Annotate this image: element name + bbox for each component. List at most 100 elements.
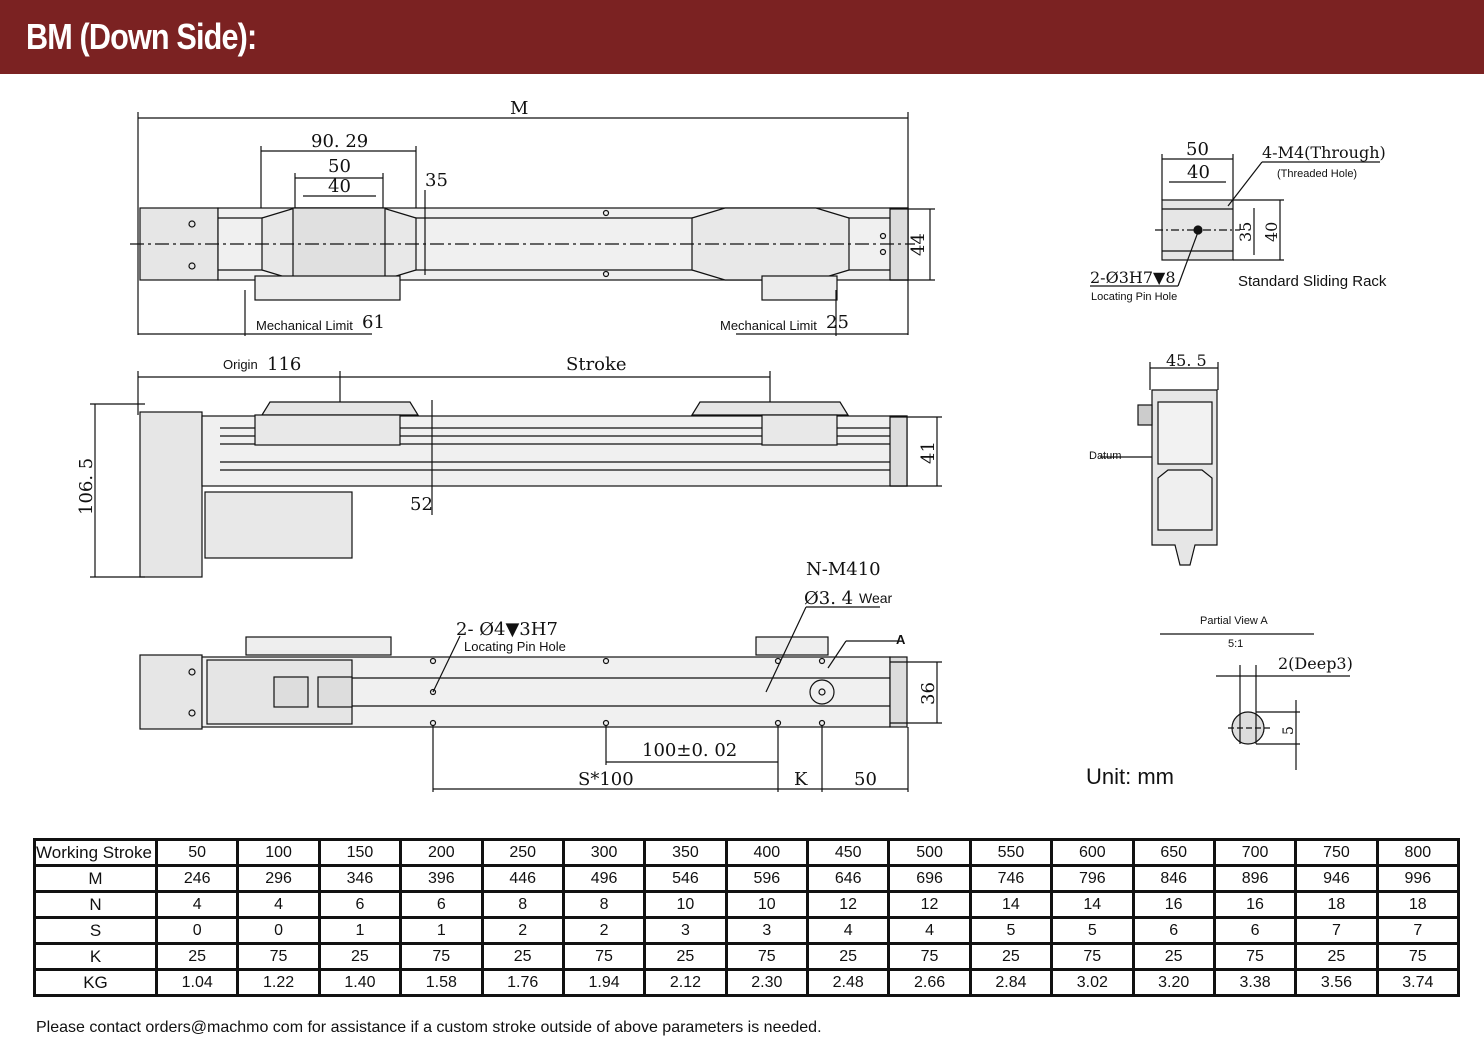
table-cell: 0 — [236, 916, 321, 945]
table-cell: 2.12 — [643, 968, 728, 997]
table-cell: 75 — [1375, 942, 1461, 971]
top-view — [130, 112, 935, 336]
table-cell: 2.66 — [887, 968, 972, 997]
page-title: BM (Down Side): — [26, 16, 257, 57]
table-cell: 10 — [724, 890, 810, 919]
table-cell: 2.30 — [724, 968, 810, 997]
mech-limit-right-label: Mechanical Limit — [720, 318, 817, 333]
table-cell: 6 — [1212, 916, 1298, 945]
table-cell: 25 — [154, 942, 240, 971]
table-cell: 25 — [643, 942, 728, 971]
table-cell: 7 — [1294, 916, 1379, 945]
table-cell: 546 — [643, 864, 728, 893]
s100-dim: S*100 — [578, 769, 634, 790]
table-cell: 25 — [968, 942, 1054, 971]
table-cell: 200 — [399, 838, 484, 867]
table-cell: 350 — [643, 838, 728, 867]
row-header: Working Stroke — [33, 838, 158, 867]
row-header: N — [33, 890, 158, 919]
dim-52: 52 — [410, 494, 433, 515]
table-cell: 1 — [317, 916, 403, 945]
rack-thread: 4-M4(Through) — [1262, 143, 1386, 162]
mech-limit-left-label: Mechanical Limit — [256, 318, 353, 333]
partial-dim-5: 5 — [1281, 726, 1297, 735]
table-cell: 446 — [480, 864, 565, 893]
table-cell: 1.22 — [236, 968, 321, 997]
table-cell: 14 — [1050, 890, 1135, 919]
mech-limit-left-value: 61 — [362, 312, 385, 333]
mech-limit-right-value: 25 — [826, 312, 849, 333]
table-cell: 5 — [1050, 916, 1135, 945]
dim-41: 41 — [918, 441, 939, 464]
table-cell: 4 — [887, 916, 972, 945]
table-cell: 2 — [561, 916, 647, 945]
wear-label: Wear — [859, 590, 893, 606]
table-cell: 25 — [1131, 942, 1216, 971]
table-cell: 5 — [968, 916, 1054, 945]
table-cell: 996 — [1375, 864, 1461, 893]
row-header: KG — [33, 968, 158, 997]
table-cell: 1.04 — [154, 968, 240, 997]
pin-dim: 2- Ø4▼3H7 — [456, 619, 558, 640]
table-cell: 796 — [1050, 864, 1135, 893]
table-cell: 100 — [236, 838, 321, 867]
rack-title: Standard Sliding Rack — [1238, 273, 1387, 290]
row-header: K — [33, 942, 158, 971]
wear-dim: Ø3. 4 — [804, 588, 854, 609]
rack-dim-40-h: 40 — [1262, 221, 1281, 242]
table-cell: 50 — [154, 838, 240, 867]
pin-label: Locating Pin Hole — [464, 639, 566, 654]
table-cell: 750 — [1294, 838, 1379, 867]
table-cell: 8 — [480, 890, 565, 919]
table-cell: 1.76 — [480, 968, 565, 997]
table-cell: 6 — [317, 890, 403, 919]
table-cell: 296 — [236, 864, 321, 893]
rack-dim-40: 40 — [1187, 162, 1210, 183]
dim-overall-m: M — [510, 98, 529, 119]
table-cell: 12 — [887, 890, 972, 919]
table-cell: 6 — [399, 890, 484, 919]
origin-label: Origin — [223, 357, 258, 372]
table-cell: 6 — [1131, 916, 1216, 945]
rack-view — [1090, 154, 1380, 287]
table-cell: 300 — [561, 838, 647, 867]
table-cell: 75 — [887, 942, 972, 971]
table-cell: 25 — [480, 942, 565, 971]
dim-35: 35 — [425, 170, 448, 191]
table-cell: 3.20 — [1131, 968, 1216, 997]
datum-label: Datum — [1089, 450, 1122, 462]
table-cell: 600 — [1050, 838, 1135, 867]
dim-carriage: 90. 29 — [311, 131, 369, 152]
table-cell: 396 — [399, 864, 484, 893]
unit-label: Unit: mm — [1086, 764, 1174, 789]
rack-pin: 2-Ø3H7▼8 — [1090, 268, 1176, 287]
table-cell: 25 — [317, 942, 403, 971]
table-cell: 246 — [154, 864, 240, 893]
table-cell: 550 — [968, 838, 1054, 867]
table-cell: 18 — [1375, 890, 1461, 919]
partial-view-title: Partial View A — [1200, 615, 1268, 627]
table-cell: 75 — [561, 942, 647, 971]
table-cell: 400 — [724, 838, 810, 867]
table-cell: 800 — [1375, 838, 1461, 867]
dim-50: 50 — [328, 156, 351, 177]
table-cell: 14 — [968, 890, 1054, 919]
rack-dim-50: 50 — [1186, 139, 1209, 160]
partial-view-scale: 5:1 — [1228, 638, 1244, 650]
end-view — [1100, 362, 1219, 566]
row-header: S — [33, 916, 158, 945]
table-cell: 1 — [399, 916, 484, 945]
table-cell: 946 — [1294, 864, 1379, 893]
table-cell: 3.74 — [1375, 968, 1461, 997]
table-cell: 16 — [1131, 890, 1216, 919]
footer-note: Please contact orders@machmo com for ass… — [36, 1019, 822, 1036]
rack-pin-label: Locating Pin Hole — [1091, 291, 1178, 303]
table-cell: 75 — [236, 942, 321, 971]
stroke-label: Stroke — [566, 354, 627, 375]
table-cell: 3 — [724, 916, 810, 945]
partial-view — [1160, 633, 1350, 770]
